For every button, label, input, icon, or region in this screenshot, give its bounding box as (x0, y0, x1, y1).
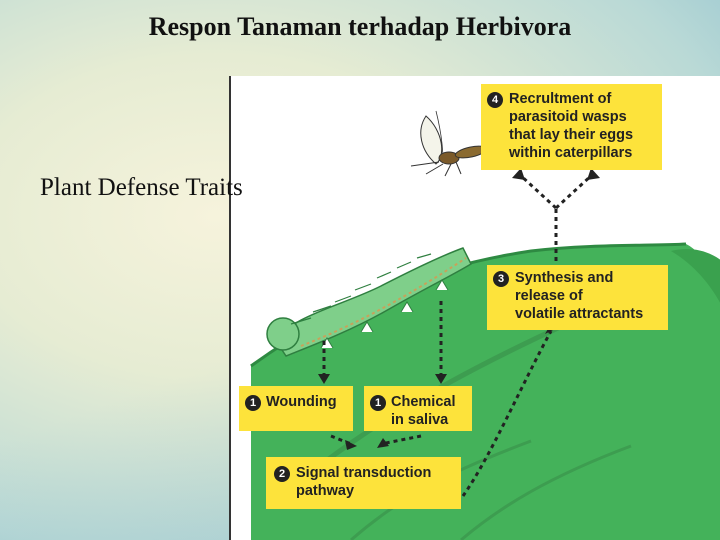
step-1-chemical-box: 1 Chemical in saliva (364, 386, 472, 431)
wasp (410, 110, 500, 177)
side-text: Plant Defense Traits (40, 174, 243, 201)
step-2-box: 2 Signal transduction pathway (266, 457, 461, 509)
slide-title: Respon Tanaman terhadap Herbivora (148, 12, 572, 41)
step-number: 1 (370, 395, 386, 411)
step-label: Recrultment of parasitoid wasps that lay… (509, 91, 634, 161)
caterpillar (266, 247, 472, 357)
step-label: Wounding (266, 394, 337, 410)
step-number: 4 (487, 92, 503, 108)
step-label: Signal transduction pathway (296, 465, 432, 499)
leaf-tip (671, 249, 720, 303)
leaf-vein (460, 444, 632, 540)
step-label: Chemical in saliva (391, 394, 456, 428)
pathway-arrows (322, 172, 595, 497)
step-number: 2 (274, 466, 290, 482)
step-4-box: 4 Recrultment of parasitoid wasps that l… (481, 84, 662, 170)
step-label: Synthesis and release of volatile attrac… (515, 270, 644, 322)
step-number: 1 (245, 395, 261, 411)
step-number: 3 (493, 271, 509, 287)
step-3-box: 3 Synthesis and release of volatile attr… (487, 265, 668, 330)
step-1-wounding-box: 1 Wounding (239, 386, 353, 431)
